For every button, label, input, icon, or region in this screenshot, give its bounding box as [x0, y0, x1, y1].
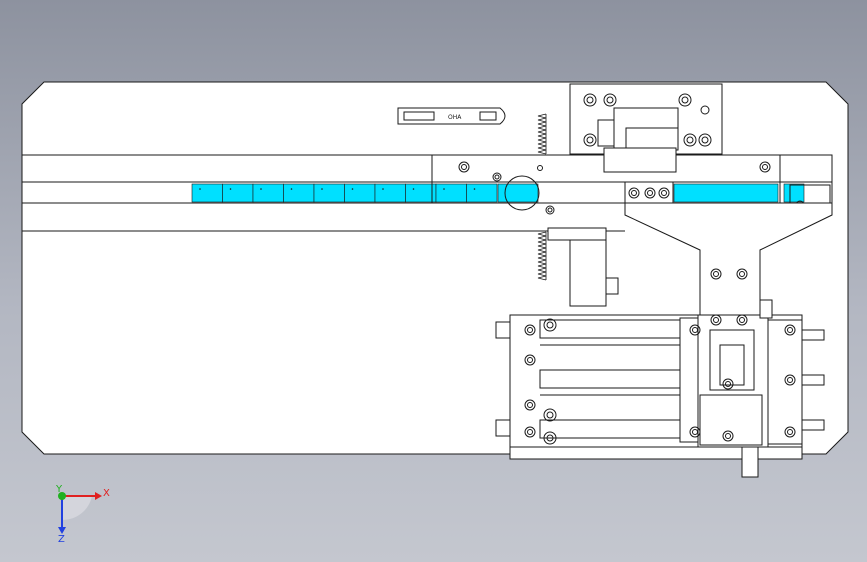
y-axis-label: Y	[55, 484, 63, 495]
x-axis-label: X	[103, 488, 110, 499]
conveyor-segment	[497, 183, 539, 203]
conveyor-segment	[222, 183, 254, 203]
top-bracket	[569, 83, 723, 173]
conveyor-segment	[283, 183, 315, 203]
slider-text: OHA	[448, 114, 462, 121]
conveyor-segment	[466, 183, 498, 203]
gear-rack	[537, 113, 547, 281]
conveyor-segment	[435, 183, 467, 203]
coordinate-triad: X Y Z	[55, 484, 110, 545]
conveyor-segment	[344, 183, 376, 203]
segment-dot	[321, 188, 323, 190]
conveyor-segment	[405, 183, 437, 203]
slider-part: OHA	[397, 107, 506, 125]
segment-dot	[351, 188, 354, 190]
conveyor-segment	[252, 183, 284, 203]
segment-dot	[229, 188, 232, 190]
conveyor-segment	[374, 183, 406, 203]
cylinder-assembly	[495, 299, 825, 478]
segment-dot	[443, 188, 445, 190]
segment-dot	[382, 188, 384, 190]
conveyor-segment	[191, 183, 223, 203]
vertical-post	[547, 227, 619, 307]
segment-dot	[199, 188, 201, 190]
segment-dot	[412, 188, 415, 190]
conveyor-highlight	[191, 183, 805, 203]
conveyor-segment	[313, 183, 345, 203]
segment-dot	[260, 188, 262, 190]
z-axis-label: Z	[58, 534, 65, 545]
segment-dot	[290, 188, 293, 190]
conveyor-segment	[783, 183, 805, 203]
conveyor-segment	[673, 183, 779, 203]
segment-dot	[473, 188, 476, 190]
